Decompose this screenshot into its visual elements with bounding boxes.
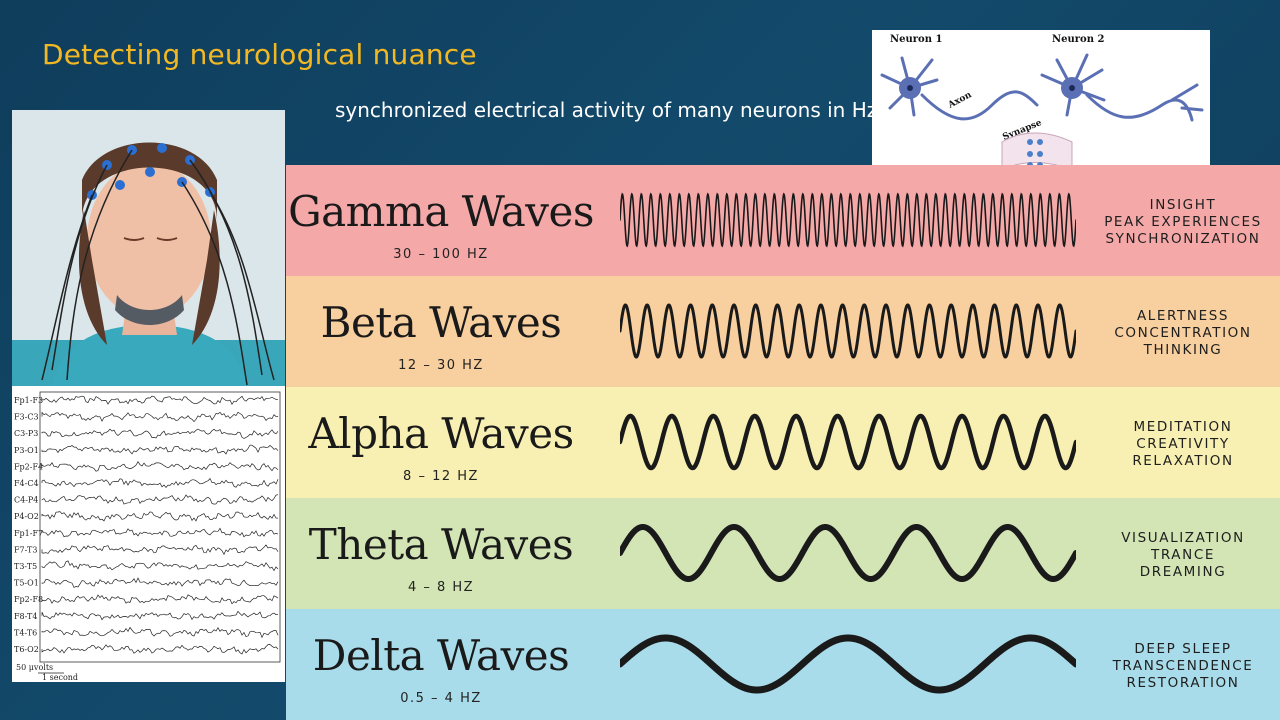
neuron-2-label: Neuron 2 bbox=[1052, 34, 1104, 45]
eeg-channel-label: Fp1-F3 bbox=[14, 396, 43, 405]
band-state: CREATIVITY bbox=[1136, 436, 1230, 452]
band-name: Delta Waves bbox=[312, 631, 570, 680]
eeg-trace bbox=[41, 511, 279, 522]
eeg-channel-label: T5-O1 bbox=[14, 579, 39, 588]
eeg-trace bbox=[41, 594, 279, 605]
eeg-trace bbox=[41, 610, 279, 621]
band-states: VISUALIZATION TRANCE DREAMING bbox=[1076, 530, 1280, 581]
band-delta: Delta Waves 0.5 – 4 HZ DEEP SLEEP TRANSC… bbox=[286, 609, 1280, 720]
band-states: INSIGHT PEAK EXPERIENCES SYNCHRONIZATION bbox=[1076, 197, 1280, 248]
slide-subtitle: synchronized electrical activity of many… bbox=[335, 98, 878, 122]
band-name: Gamma Waves bbox=[288, 187, 594, 236]
eeg-channel-label: P3-O1 bbox=[14, 446, 39, 455]
band-states: ALERTNESS CONCENTRATION THINKING bbox=[1076, 308, 1280, 359]
theta-wave-graphic bbox=[620, 523, 1076, 583]
neuron-illustration: Neuron 1 Neuron 2 Axon Synapse bbox=[880, 34, 1204, 171]
eeg-channel-label: P4-O2 bbox=[14, 512, 39, 521]
eeg-channel-label: T3-T5 bbox=[14, 562, 37, 571]
eeg-trace bbox=[41, 560, 279, 572]
band-state: THINKING bbox=[1143, 342, 1223, 358]
band-range: 30 – 100 HZ bbox=[393, 247, 489, 262]
eeg-trace bbox=[41, 428, 279, 439]
band-state: VISUALIZATION bbox=[1121, 530, 1245, 546]
band-state: DREAMING bbox=[1139, 564, 1227, 580]
band-states: DEEP SLEEP TRANSCENDENCE RESTORATION bbox=[1076, 641, 1280, 692]
eeg-channel-label: Fp2-F4 bbox=[14, 462, 43, 471]
eeg-channel-label: F7-T3 bbox=[14, 545, 37, 554]
eeg-channel-label: F4-C4 bbox=[14, 479, 39, 488]
eeg-channel-label: C4-P4 bbox=[14, 496, 38, 505]
eeg-channel-label: Fp2-F8 bbox=[14, 595, 43, 604]
eeg-trace bbox=[41, 644, 279, 655]
band-name: Theta Waves bbox=[308, 520, 574, 569]
beta-wave-graphic bbox=[620, 303, 1076, 359]
band-state: RELAXATION bbox=[1132, 453, 1234, 469]
eeg-channel-label: T4-T6 bbox=[14, 628, 37, 637]
eeg-time-scale: 1 second bbox=[42, 673, 78, 682]
band-range: 0.5 – 4 HZ bbox=[400, 691, 482, 706]
band-state: PEAK EXPERIENCES bbox=[1104, 214, 1262, 230]
band-state: DEEP SLEEP bbox=[1134, 641, 1232, 657]
alpha-wave-graphic bbox=[620, 413, 1076, 471]
band-state: SYNCHRONIZATION bbox=[1105, 231, 1261, 247]
band-state: CONCENTRATION bbox=[1114, 325, 1252, 341]
axon-label: Axon bbox=[946, 90, 974, 111]
eeg-channel-label: C3-P3 bbox=[14, 429, 38, 438]
eeg-channel-label: F3-C3 bbox=[14, 413, 39, 422]
band-state: MEDITATION bbox=[1133, 419, 1233, 435]
eeg-traces: Fp1-F3F3-C3C3-P3P3-O1Fp2-F4F4-C4C4-P4P4-… bbox=[14, 391, 281, 682]
band-gamma: Gamma Waves 30 – 100 HZ INSIGHT PEAK EXP… bbox=[286, 165, 1280, 276]
band-theta: Theta Waves 4 – 8 HZ VISUALIZATION TRANC… bbox=[286, 498, 1280, 609]
eeg-cap-photo bbox=[12, 110, 285, 386]
eeg-cap-illustration bbox=[12, 110, 285, 386]
delta-wave-graphic bbox=[620, 634, 1076, 694]
eeg-amplitude-scale: 50 μvolts bbox=[16, 663, 53, 672]
band-range: 4 – 8 HZ bbox=[407, 580, 475, 595]
eeg-trace bbox=[41, 461, 279, 472]
neuron-diagram: Neuron 1 Neuron 2 Axon Synapse bbox=[872, 30, 1210, 178]
band-name: Beta Waves bbox=[320, 298, 562, 347]
eeg-channel-label: Fp1-F7 bbox=[14, 529, 43, 538]
eeg-trace bbox=[41, 395, 279, 406]
band-alpha: Alpha Waves 8 – 12 HZ MEDITATION CREATIV… bbox=[286, 387, 1280, 498]
gamma-wave-graphic bbox=[620, 192, 1076, 248]
eeg-trace bbox=[41, 494, 279, 505]
eeg-channel-label: T6-O2 bbox=[14, 645, 39, 654]
band-state: INSIGHT bbox=[1149, 197, 1217, 213]
band-state: TRANSCENDENCE bbox=[1112, 658, 1254, 674]
band-range: 12 – 30 HZ bbox=[398, 358, 484, 373]
band-range: 8 – 12 HZ bbox=[403, 469, 479, 484]
band-name: Alpha Waves bbox=[308, 409, 574, 458]
slide-title: Detecting neurological nuance bbox=[42, 38, 477, 71]
eeg-channel-label: F8-T4 bbox=[14, 612, 37, 621]
eeg-trace bbox=[41, 444, 279, 455]
band-state: RESTORATION bbox=[1126, 675, 1240, 691]
eeg-trace bbox=[41, 544, 279, 556]
band-state: ALERTNESS bbox=[1136, 308, 1230, 324]
band-state: TRANCE bbox=[1151, 547, 1215, 563]
eeg-trace bbox=[41, 477, 279, 489]
brain-waves-infographic: Gamma Waves 30 – 100 HZ INSIGHT PEAK EXP… bbox=[256, 165, 1280, 720]
neuron-1-label: Neuron 1 bbox=[890, 34, 942, 45]
eeg-trace bbox=[41, 527, 279, 538]
eeg-trace bbox=[41, 577, 279, 588]
band-states: MEDITATION CREATIVITY RELAXATION bbox=[1076, 419, 1280, 470]
eeg-trace bbox=[41, 411, 279, 423]
eeg-trace bbox=[41, 626, 279, 639]
band-beta: Beta Waves 12 – 30 HZ ALERTNESS CONCENTR… bbox=[286, 276, 1280, 387]
